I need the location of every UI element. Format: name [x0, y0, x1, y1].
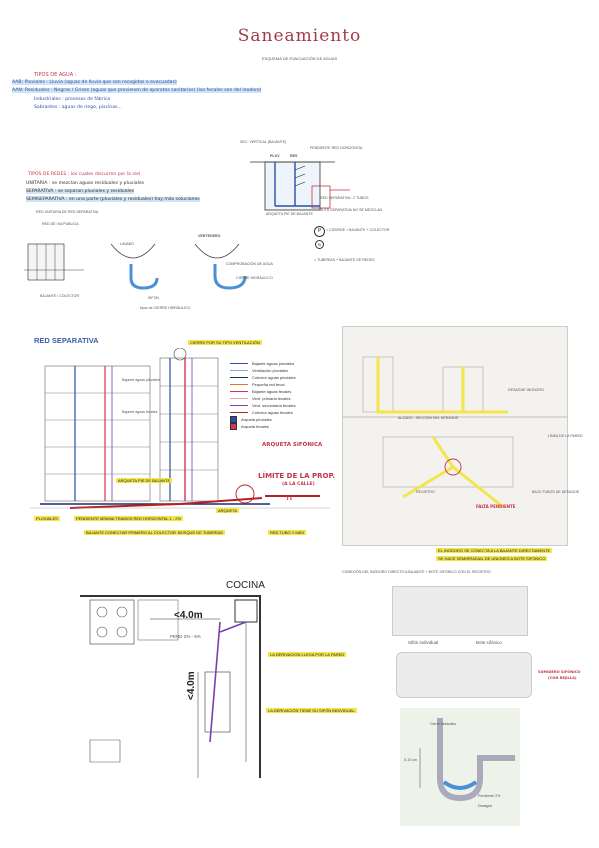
tipos-agua-line-3: Industriales : procesos de fábrica [34, 97, 111, 102]
legend-swatch [230, 390, 248, 393]
redes-arrow-2: RED DE VIA PUBLICA [42, 222, 79, 226]
legend-swatch [230, 369, 248, 372]
alzado-annot-5: REGISTRO [416, 490, 435, 494]
trap-caption: tipos de CIERRE HIDRÁULICO [140, 306, 191, 310]
alzado-caption-2: SE HACE SEMIRRADIAL DE UNIONES A BOTE SI… [436, 556, 548, 561]
page-title: Saneamiento [237, 26, 362, 46]
section-legend-p: = CÚSPIDE = BAJANTE + COLECTOR [326, 228, 390, 232]
pendiente-label: Pendiente 2% [478, 794, 501, 798]
page-subtitle: ESQUEMA DE EVACUACIÓN DE AGUAS [261, 56, 338, 61]
section-label-left: SEC. VERTICAL (BAJANTE) [240, 140, 287, 144]
annot-exclaim: !! [286, 494, 293, 502]
section-diagram [250, 161, 350, 211]
legend-item: Ventilación pluviales [230, 367, 296, 374]
tag-pendiente: PENDIENTE MÍNIMA TRAMOS RED HORIZONTAL 1… [74, 516, 184, 521]
tag-red-tubo: RED TUBO Y MÁS [268, 530, 307, 535]
cierre-label: Cierre hidráulico [430, 722, 457, 726]
bote-sifonico-label: Bote sifónico [476, 640, 502, 645]
legend-swatch [230, 404, 248, 407]
label-bajante-pluv: Bajante aguas pluviales [122, 378, 160, 382]
grid-diagram [24, 243, 84, 281]
alzado-caption-1: EL INODORO SE CONECTA A LA BAJANTE DIREC… [436, 548, 553, 553]
legend-item: Arqueta fecales [230, 423, 296, 430]
legend-item: Vent. primaria fecales [230, 395, 296, 402]
cocina-tag-2: LA DERIVACIÓN TIENE SU SIFÓN INDIVIDUAL [266, 708, 357, 713]
legend-item: Bajante aguas fecales [230, 388, 296, 395]
cierre-hidraulico-diagram [400, 708, 520, 826]
legend-item: Colector aguas fecales [230, 409, 296, 416]
tipos-agua-line-1: AAB: Pluviales - Lluvia (aguas de lluvia… [12, 80, 177, 85]
sumidero-label-sub: (CON REJILLA) [548, 676, 577, 680]
trap-label-c: COMPROBACIÓN DE AGUA [226, 262, 273, 266]
section-note-1: RED SEPARATIVA : 2 TUBOS [320, 196, 369, 200]
red-separativa-heading: RED SEPARATIVA [34, 336, 99, 345]
alzado-annot-1: DESAGÜE INODORO [508, 388, 544, 392]
legend-swatch [230, 397, 248, 400]
tag-bajante-conectar: BAJANTE CONECTAR PRIMERO AL COLECTOR [84, 530, 178, 535]
cocina-note-pend: PEND 2% - 5% [170, 634, 201, 639]
alzado-caption-bottom: CONEXIÓN DEL INODORO DIRECTO A BAJANTE +… [342, 570, 491, 574]
red-separativa-legend: Bajante aguas pluviales Ventilación pluv… [230, 360, 296, 430]
cocina-dim-h: <4.0m [174, 610, 203, 621]
legend-item: Colector aguas pluviales [230, 374, 296, 381]
sumidero-label: SUMIDERO SIFÓNICO [538, 670, 581, 674]
legend-swatch [230, 383, 248, 386]
legend-item: Pequeña red fecal [230, 381, 296, 388]
sifones-photo [392, 586, 528, 636]
cocina-title: COCINA [226, 580, 265, 591]
tipos-redes-line-2: SEPARATIVA : se separan pluviales y resi… [26, 189, 135, 194]
label-bajante-fec: Bajante aguas fecales [122, 410, 158, 414]
tag-arqueta: ARQUETA [216, 508, 240, 513]
sumidero-photo [396, 652, 532, 698]
alzado-drawing [342, 326, 568, 546]
legend-swatch [230, 416, 237, 423]
cocina-dim-v: <4.0m [186, 671, 197, 700]
red-separativa-diagram [30, 348, 330, 509]
annot-top: CIERRE POR SU TIPO VENTILACIÓN [188, 340, 262, 345]
tipos-agua-heading: TIPOS DE AGUA : [34, 72, 77, 78]
redes-arrow-1: RED UNITARIA DE RED SEPARATIVA [36, 210, 99, 214]
tipos-redes-line-3: SEMISEPARATIVA : en una parte (pluviales… [26, 197, 200, 202]
trap-label-b: VERTEDERO [198, 234, 221, 238]
desague-label: Desagüe [478, 804, 493, 808]
tag-arqueta-pie: ARQUETA PIE DE BAJANTE [116, 478, 173, 483]
section-legend-b: = TUBERÍAS + BAJANTE DE REDES [314, 258, 375, 262]
altura-label: 5-10 cm [404, 758, 417, 762]
legend-b-icon: B [315, 240, 324, 249]
annot-sifonica: ARQUETA SIFÓNICA [262, 442, 323, 448]
sifon-individual-label: Sifón individual [408, 640, 439, 645]
legend-swatch [230, 411, 248, 414]
legend-swatch [230, 376, 248, 379]
alzado-annot-3: BAJO TUBOS DE DESAGÜE [532, 490, 580, 494]
trap-label-sifon: SIFÓN [148, 296, 159, 300]
caption-pluviales: PLUVIALES [34, 516, 60, 521]
grid-label: BAJANTE / COLECTOR [40, 294, 80, 298]
legend-item: Arqueta pluviales [230, 416, 296, 423]
section-label-right: PENDIENTE RED HORIZONTAL [310, 146, 364, 150]
annot-limite-sub: (A LA CALLE) [282, 482, 315, 487]
alzado-annot-4: FALTA PENDIENTE [476, 504, 516, 509]
trap-label-a: LAVABO [120, 242, 134, 246]
alzado-annot-2: LÍNEA DE LA PARED [548, 434, 583, 438]
section-note-2: SI ES SEPARATIVA NO SE MEZCLAN [320, 208, 383, 212]
section-label-arqueta: ARQUETA PIE DE BAJANTE [266, 212, 313, 216]
tipos-agua-line-4: Sobrantes : aguas de riego, piscinas... [34, 105, 122, 110]
tipos-agua-line-2: AAN: Residuales - Negras / Grises (aguas… [12, 88, 262, 93]
annot-limite: LÍMITE DE LA PROP. [258, 472, 335, 480]
legend-p-icon: P [314, 226, 325, 237]
alzado-label-seccion: ALZADO - SECCIÓN DEL DESAGÜE [398, 416, 459, 420]
tipos-redes-line-1: UNITARIA : se mezclan aguas residuales y… [26, 181, 145, 186]
tag-bosque: BOSQUE DE TUBERÍAS [176, 530, 225, 535]
trap-label-cierre: CIERRE HIDRÁULICO [236, 276, 273, 280]
legend-swatch [230, 423, 237, 430]
cocina-plan [80, 595, 261, 778]
section-label-res: RES [290, 154, 298, 158]
legend-item: Bajante aguas pluviales [230, 360, 296, 367]
cocina-tag-1: LA DERIVACIÓN LLEGA POR LA PARED [268, 652, 347, 657]
tipos-redes-heading: TIPOS DE REDES : los cuales discurren po… [28, 172, 140, 177]
legend-swatch [230, 362, 248, 365]
section-label-pluv: PLUV [270, 154, 280, 158]
legend-item: Vent. secundaria fecales [230, 402, 296, 409]
trap-diagram [110, 243, 247, 290]
